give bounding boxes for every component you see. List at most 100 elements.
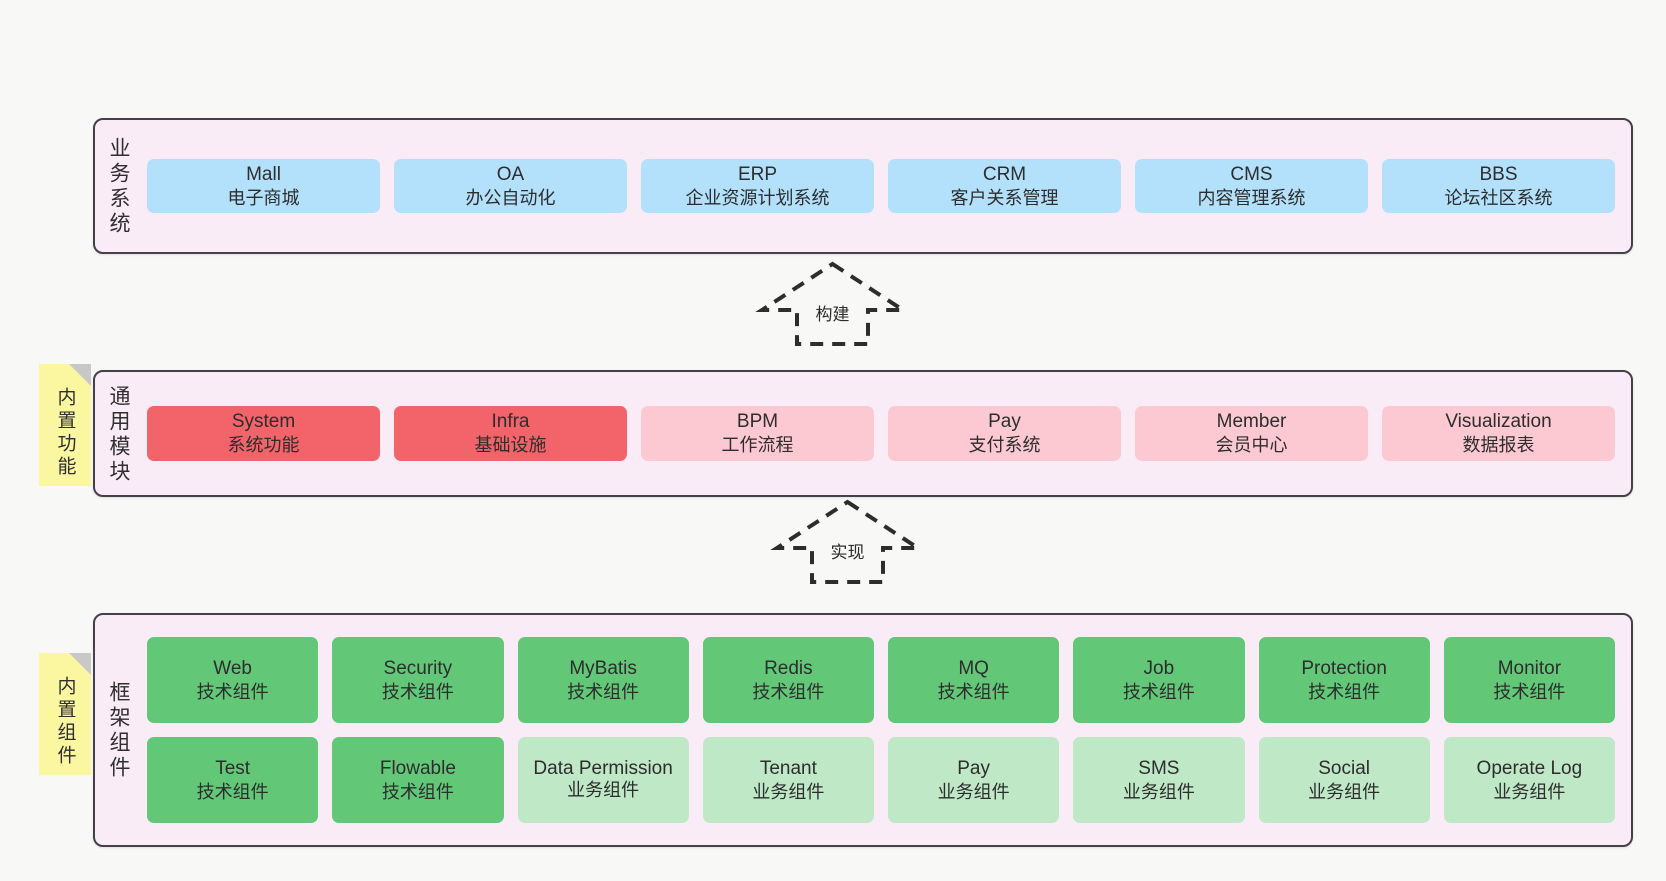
- module-box-system[interactable]: System 系统功能: [147, 406, 380, 461]
- module-box-subtitle: 业务组件: [1493, 781, 1566, 802]
- module-box-protection[interactable]: Protection 技术组件: [1258, 637, 1430, 723]
- module-box-subtitle: 技术组件: [937, 681, 1010, 702]
- module-box-subtitle: 业务组件: [937, 781, 1010, 802]
- module-box-title: Job: [1143, 657, 1175, 679]
- box-row: Test 技术组件 Flowable 技术组件 Data Permission …: [147, 737, 1615, 823]
- module-box-title: System: [231, 411, 296, 433]
- module-box-tenant[interactable]: Tenant 业务组件: [702, 737, 874, 823]
- layer-panel-business-systems: 业务系统 Mall 电子商城 OA 办公自动化 ERP 企业资源计划系统 CRM: [93, 118, 1633, 254]
- module-box-monitor[interactable]: Monitor 技术组件: [1443, 637, 1615, 723]
- module-box-data-permission[interactable]: Data Permission 业务组件: [517, 737, 689, 823]
- module-box-subtitle: 技术组件: [1308, 681, 1381, 702]
- module-box-member[interactable]: Member 会员中心: [1135, 406, 1368, 461]
- module-box-bpm[interactable]: BPM 工作流程: [641, 406, 874, 461]
- module-box-security[interactable]: Security 技术组件: [332, 637, 504, 723]
- module-box-oa[interactable]: OA 办公自动化: [394, 158, 627, 214]
- module-box-subtitle: 业务组件: [1122, 781, 1195, 802]
- module-box-subtitle: 技术组件: [567, 681, 640, 702]
- module-box-title: Tenant: [759, 757, 817, 779]
- connector-implement-label: 实现: [827, 538, 868, 563]
- module-box-subtitle: 业务组件: [1308, 781, 1381, 802]
- module-box-infra[interactable]: Infra 基础设施: [394, 406, 627, 461]
- module-box-flowable[interactable]: Flowable 技术组件: [332, 737, 504, 823]
- module-box-subtitle: 内容管理系统: [1197, 187, 1306, 208]
- sticky-note-builtin-features: 内置功能: [39, 364, 91, 486]
- dashed-up-arrow-icon: [755, 261, 910, 346]
- dashed-up-arrow-icon: [770, 499, 925, 584]
- module-box-subtitle: 企业资源计划系统: [685, 187, 830, 208]
- module-box-title: Operate Log: [1476, 757, 1583, 779]
- module-box-bbs[interactable]: BBS 论坛社区系统: [1382, 158, 1615, 214]
- module-box-title: BBS: [1479, 163, 1518, 185]
- module-box-title: Web: [213, 657, 252, 679]
- layer-title-text: 框架组件: [107, 681, 131, 781]
- module-box-test[interactable]: Test 技术组件: [147, 737, 319, 823]
- module-box-job[interactable]: Job 技术组件: [1073, 637, 1245, 723]
- layer-title-text: 通用模块: [107, 384, 131, 485]
- connector-implement: 实现: [770, 499, 925, 584]
- module-box-subtitle: 电子商城: [227, 187, 300, 208]
- module-box-redis[interactable]: Redis 技术组件: [702, 637, 874, 723]
- module-box-subtitle: 会员中心: [1215, 435, 1288, 456]
- layer-panel-common-modules: 通用模块 System 系统功能 Infra 基础设施 BPM 工作流程 Pay: [93, 370, 1633, 497]
- module-box-subtitle: 技术组件: [196, 781, 269, 802]
- module-box-title: OA: [496, 163, 525, 185]
- layer-title-framework-components: 框架组件: [95, 615, 141, 845]
- layer-title-text: 业务系统: [107, 137, 131, 237]
- module-box-title: Pay: [988, 411, 1021, 433]
- module-box-title: CMS: [1230, 163, 1273, 185]
- module-box-subtitle: 论坛社区系统: [1444, 187, 1553, 208]
- module-box-subtitle: 技术组件: [1122, 681, 1195, 702]
- module-box-title: Protection: [1301, 657, 1387, 679]
- module-box-title: Social: [1318, 757, 1370, 779]
- module-box-cms[interactable]: CMS 内容管理系统: [1135, 158, 1368, 214]
- module-box-crm[interactable]: CRM 客户关系管理: [888, 158, 1121, 214]
- module-box-visualization[interactable]: Visualization 数据报表: [1382, 406, 1615, 461]
- module-box-subtitle: 办公自动化: [465, 187, 556, 208]
- module-box-subtitle: 技术组件: [752, 681, 825, 702]
- module-box-title: Visualization: [1445, 411, 1552, 433]
- module-box-subtitle: 技术组件: [381, 781, 454, 802]
- sticky-fold-corner: [69, 653, 91, 675]
- layer-body-business-systems: Mall 电子商城 OA 办公自动化 ERP 企业资源计划系统 CRM 客户关系…: [141, 120, 1631, 252]
- module-box-subtitle: 技术组件: [196, 681, 269, 702]
- module-box-title: CRM: [982, 163, 1027, 185]
- module-box-subtitle: 工作流程: [721, 435, 794, 456]
- module-box-web[interactable]: Web 技术组件: [147, 637, 319, 723]
- module-box-subtitle: 业务组件: [752, 781, 825, 802]
- module-box-mybatis[interactable]: MyBatis 技术组件: [517, 637, 689, 723]
- module-box-subtitle: 数据报表: [1462, 435, 1535, 456]
- sticky-note-text: 内置组件: [54, 676, 76, 768]
- connector-build: 构建: [755, 261, 910, 346]
- layer-body-framework-components: Web 技术组件 Security 技术组件 MyBatis 技术组件 Redi…: [141, 615, 1631, 845]
- module-box-sms[interactable]: SMS 业务组件: [1073, 737, 1245, 823]
- module-box-operate-log[interactable]: Operate Log 业务组件: [1443, 737, 1615, 823]
- module-box-subtitle: 业务组件: [567, 780, 640, 801]
- box-row: Mall 电子商城 OA 办公自动化 ERP 企业资源计划系统 CRM 客户关系…: [147, 158, 1615, 214]
- layer-panel-framework-components: 框架组件 Web 技术组件 Security 技术组件 MyBatis 技术组件…: [93, 613, 1633, 847]
- module-box-subtitle: 系统功能: [227, 435, 300, 456]
- module-box-title: Mall: [246, 163, 281, 185]
- layer-title-business-systems: 业务系统: [95, 120, 141, 252]
- module-box-erp[interactable]: ERP 企业资源计划系统: [641, 158, 874, 214]
- box-row: System 系统功能 Infra 基础设施 BPM 工作流程 Pay 支付系统…: [147, 406, 1615, 461]
- layer-body-common-modules: System 系统功能 Infra 基础设施 BPM 工作流程 Pay 支付系统…: [141, 372, 1631, 495]
- module-box-title: SMS: [1138, 757, 1180, 779]
- module-box-title: MyBatis: [569, 657, 637, 679]
- box-row: Web 技术组件 Security 技术组件 MyBatis 技术组件 Redi…: [147, 637, 1615, 723]
- module-box-title: Member: [1216, 411, 1287, 433]
- module-box-subtitle: 基础设施: [474, 435, 547, 456]
- module-box-title: BPM: [736, 411, 779, 433]
- module-box-title: Infra: [491, 411, 530, 433]
- sticky-fold-corner: [69, 364, 91, 386]
- module-box-social[interactable]: Social 业务组件: [1258, 737, 1430, 823]
- module-box-title: ERP: [737, 163, 778, 185]
- sticky-note-builtin-components: 内置组件: [39, 653, 91, 775]
- module-box-title: Security: [383, 657, 453, 679]
- module-box-mq[interactable]: MQ 技术组件: [888, 637, 1060, 723]
- module-box-title: Monitor: [1497, 657, 1562, 679]
- module-box-pay-business[interactable]: Pay 业务组件: [888, 737, 1060, 823]
- module-box-pay[interactable]: Pay 支付系统: [888, 406, 1121, 461]
- module-box-mall[interactable]: Mall 电子商城: [147, 158, 380, 214]
